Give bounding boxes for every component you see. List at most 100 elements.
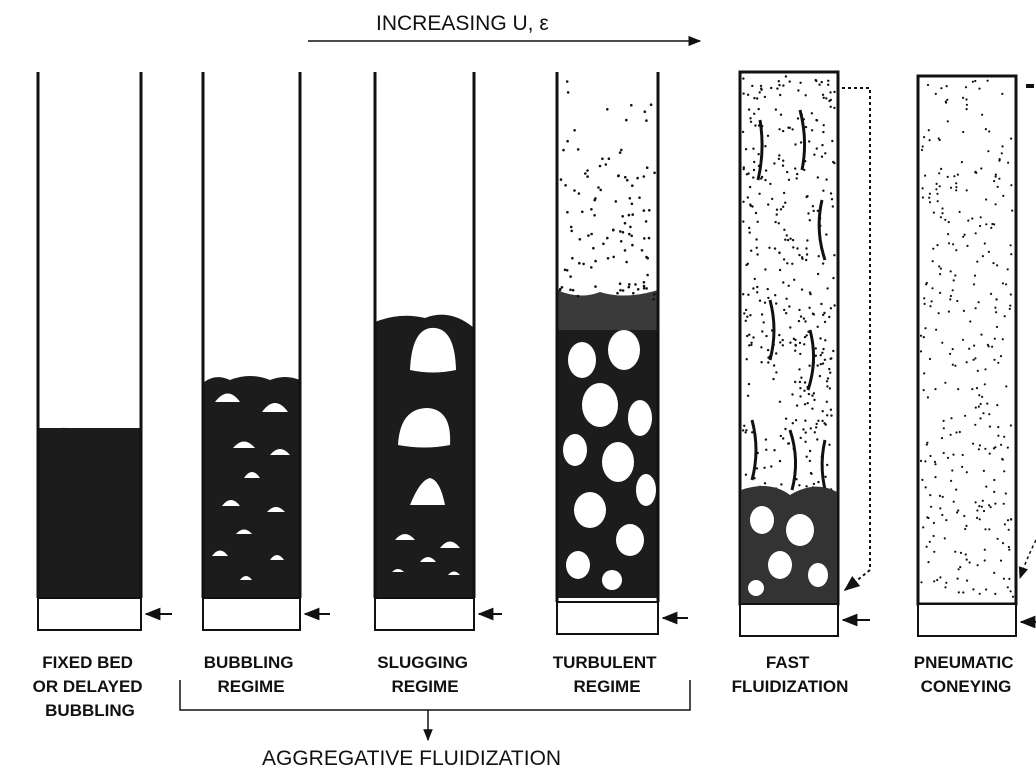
particle-dot: [606, 237, 609, 240]
particle-dot: [959, 211, 961, 213]
particle-dot: [584, 172, 587, 175]
particle-dot: [985, 588, 987, 590]
particle-dot: [796, 173, 798, 175]
particle-dot: [763, 467, 765, 469]
particle-dot: [818, 84, 820, 86]
particle-dot: [799, 353, 801, 355]
particle-dot: [592, 247, 595, 250]
particle-dot: [1001, 93, 1003, 95]
particle-dot: [619, 289, 622, 292]
particle-dot: [985, 198, 987, 200]
distributor-plate: [557, 602, 658, 634]
particle-dot: [963, 515, 965, 517]
particle-dot: [745, 429, 747, 431]
particle-dot: [976, 387, 978, 389]
particle-dot: [599, 165, 602, 168]
particle-dot: [994, 593, 996, 595]
particle-dot: [932, 260, 934, 262]
particle-dot: [943, 427, 945, 429]
particle-dot: [978, 505, 980, 507]
particle-dot: [764, 302, 766, 304]
particle-dot: [997, 186, 999, 188]
particle-dot: [949, 298, 951, 300]
particle-dot: [638, 196, 641, 199]
particle-dot: [780, 435, 782, 437]
particle-dot: [826, 385, 828, 387]
particle-dot: [637, 288, 640, 291]
label-slugging: SLUGGING REGIME: [377, 653, 472, 696]
particle-dot: [957, 509, 959, 511]
particle-dot: [1005, 283, 1007, 285]
particle-dot: [788, 285, 790, 287]
particle-dot: [761, 313, 763, 315]
particle-dot: [597, 186, 600, 189]
particle-dot: [812, 205, 814, 207]
dense-transition-zone: [557, 290, 658, 330]
particle-dot: [1010, 244, 1012, 246]
particle-dot: [953, 279, 955, 281]
particle-dot: [927, 396, 929, 398]
particle-dot: [941, 342, 943, 344]
particle-dot: [811, 112, 813, 114]
aggregative-fluidization-label: AGGREGATIVE FLUIDIZATION: [262, 747, 561, 770]
particle-dot: [805, 94, 807, 96]
particle-dot: [946, 99, 948, 101]
particle-dot: [957, 174, 959, 176]
particle-dot: [616, 292, 619, 295]
particle-dot: [760, 346, 762, 348]
distributor-plate: [740, 604, 838, 636]
particle-dot: [773, 449, 775, 451]
particle-dot: [570, 230, 573, 233]
particle-dot: [765, 438, 767, 440]
particle-dot: [631, 213, 634, 216]
particle-dot: [796, 404, 798, 406]
particle-dot: [826, 380, 828, 382]
particle-dot: [776, 87, 778, 89]
particle-dot: [965, 86, 967, 88]
particle-dot: [975, 172, 977, 174]
particle-dot: [754, 278, 756, 280]
particle-dot: [787, 442, 789, 444]
particle-dot: [950, 295, 952, 297]
particle-dot: [822, 94, 824, 96]
particle-dot: [767, 361, 769, 363]
particle-dot: [624, 249, 627, 252]
particle-dot: [800, 437, 802, 439]
particle-dot: [1000, 560, 1002, 562]
particle-dot: [815, 347, 817, 349]
particle-dot: [997, 362, 999, 364]
particle-dot: [566, 269, 569, 272]
particle-dot: [752, 287, 754, 289]
particle-dot: [822, 262, 824, 264]
particle-dot: [628, 214, 631, 217]
particle-dot: [826, 414, 828, 416]
column-slugging: [375, 72, 502, 630]
particle-dot: [784, 428, 786, 430]
particle-dot: [994, 307, 996, 309]
particle-dot: [831, 140, 833, 142]
particle-dot: [630, 235, 633, 238]
particle-dot: [824, 359, 826, 361]
particle-dot: [978, 88, 980, 90]
particle-dot: [560, 178, 563, 181]
particle-dot: [1003, 470, 1005, 472]
particle-dot: [944, 219, 946, 221]
particle-dot: [813, 154, 815, 156]
particle-dot: [807, 402, 809, 404]
particle-dot: [1009, 308, 1011, 310]
particle-dot: [774, 247, 776, 249]
particle-dot: [631, 203, 634, 206]
particle-dot: [767, 349, 769, 351]
particle-dot: [566, 80, 569, 83]
particle-dot: [1002, 542, 1004, 544]
particle-dot: [811, 394, 813, 396]
particle-dot: [821, 144, 823, 146]
particle-dot: [939, 495, 941, 497]
particle-dot: [644, 110, 647, 113]
particle-dot: [586, 175, 589, 178]
particle-dot: [620, 240, 623, 243]
particle-dot: [994, 338, 996, 340]
particle-dot: [760, 89, 762, 91]
particle-dot: [799, 82, 801, 84]
